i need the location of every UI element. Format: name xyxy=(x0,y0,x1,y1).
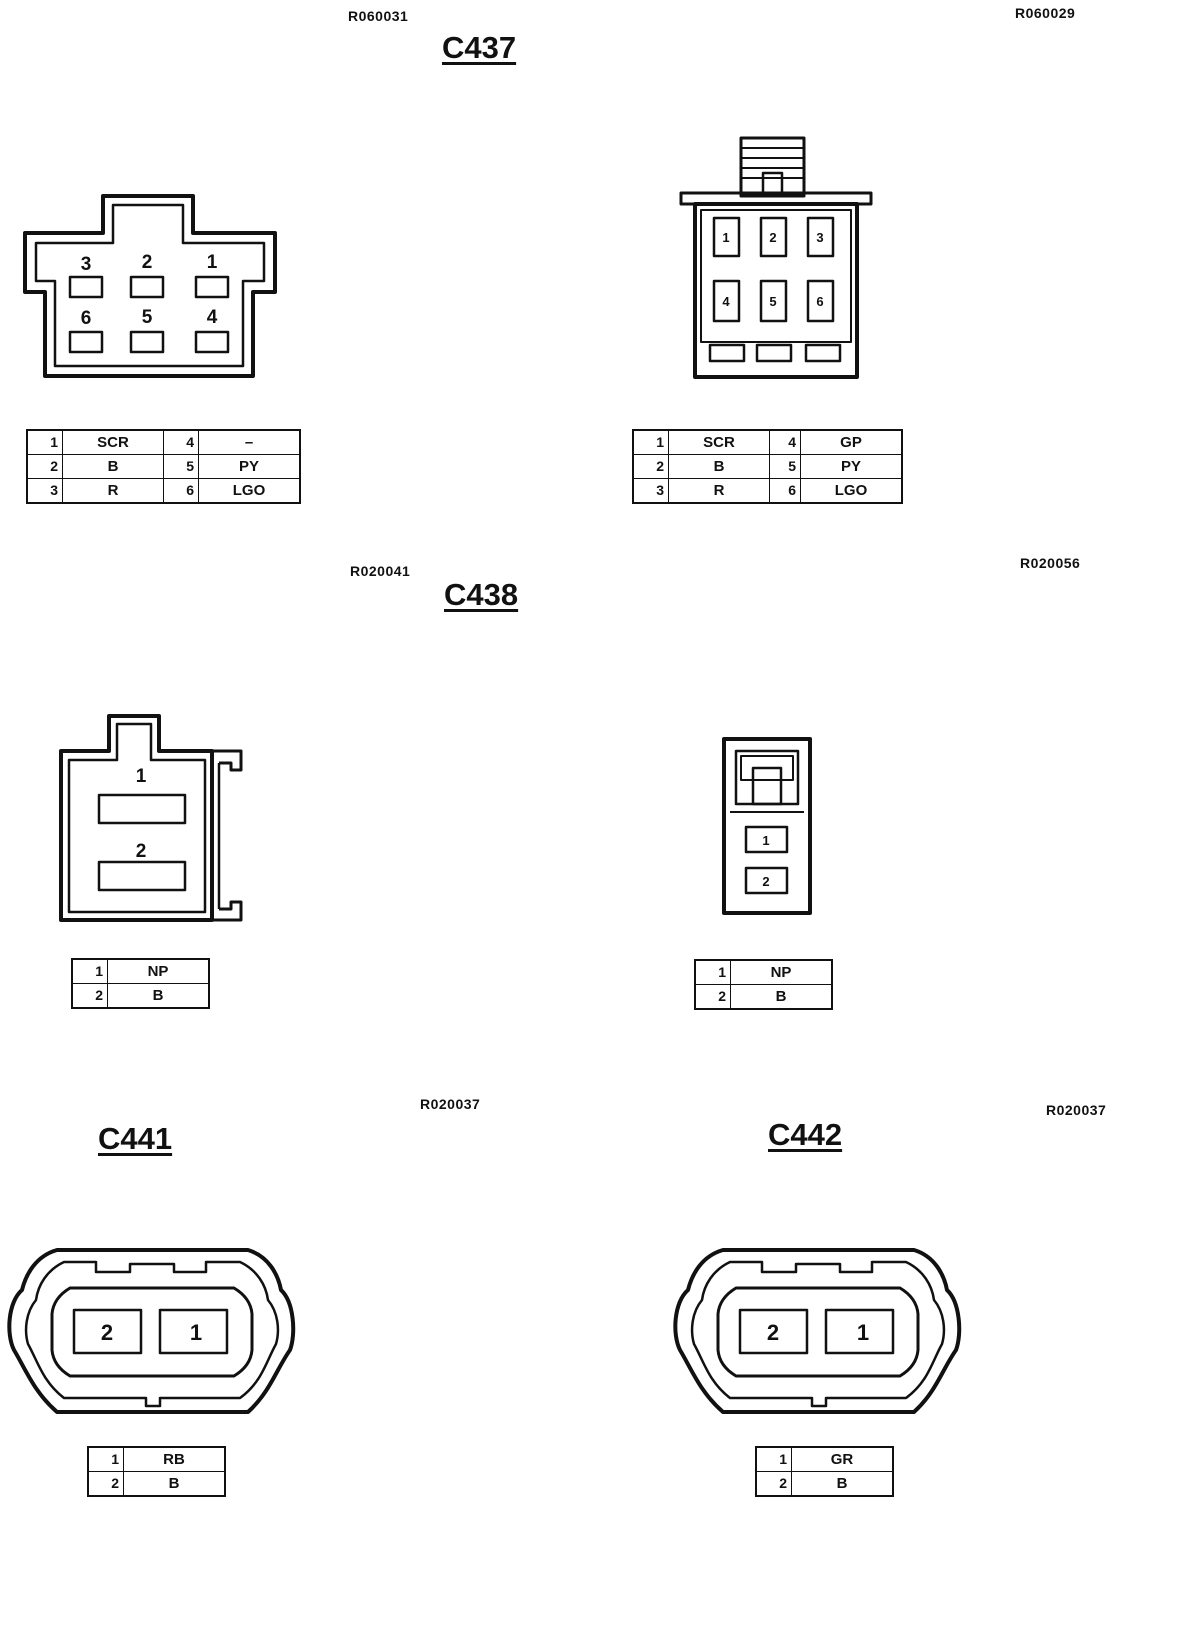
c437-left-pin-label: 2 xyxy=(142,252,153,273)
table-row: 3 R 6 LGO xyxy=(632,478,903,504)
wire-color: B xyxy=(107,983,210,1009)
c438-right-pin-label: 1 xyxy=(762,833,769,848)
c438-left-pin-label: 1 xyxy=(136,766,147,787)
c437-right-pin-label: 6 xyxy=(816,294,823,309)
wire-color: LGO xyxy=(198,478,301,504)
pin-number: 6 xyxy=(163,478,199,504)
wire-color: RB xyxy=(123,1446,226,1472)
wire-color: – xyxy=(198,429,301,455)
table-row: 2 B 5 PY xyxy=(26,454,301,479)
c441-connector-face xyxy=(7,1248,296,1414)
table-row: 1 SCR 4 – xyxy=(26,429,301,455)
wire-color: B xyxy=(791,1471,894,1497)
wire-color: R xyxy=(62,478,164,504)
table-row: 1 GR xyxy=(755,1446,894,1472)
wire-color: B xyxy=(668,454,770,479)
c441-pin-label: 1 xyxy=(190,1320,202,1345)
c438-left-connector-face xyxy=(59,714,243,922)
wire-color: B xyxy=(123,1471,226,1497)
pin-number: 5 xyxy=(769,454,801,479)
wire-color: NP xyxy=(730,959,833,985)
table-row: 2 B xyxy=(71,983,210,1009)
c437-left-pin-label: 3 xyxy=(81,254,92,275)
c437-left-connector-face xyxy=(23,194,277,378)
pin-number: 4 xyxy=(163,429,199,455)
table-row: 1 SCR 4 GP xyxy=(632,429,903,455)
pin-number: 2 xyxy=(755,1471,792,1497)
c437-right-pin-label: 4 xyxy=(722,294,730,309)
pin-number: 1 xyxy=(694,959,731,985)
table-row: 1 RB xyxy=(87,1446,226,1472)
pin-number: 2 xyxy=(632,454,669,479)
c438-right-pin-table: 1 NP 2 B xyxy=(694,959,833,1010)
table-row: 2 B xyxy=(87,1471,226,1497)
connector-title-c438: C438 xyxy=(444,577,519,612)
pin-number: 2 xyxy=(71,983,108,1009)
c442-connector-face xyxy=(673,1248,962,1414)
wire-color: GR xyxy=(791,1446,894,1472)
c438-right-pin-label: 2 xyxy=(762,874,769,889)
wire-color: SCR xyxy=(62,429,164,455)
pin-number: 2 xyxy=(26,454,63,479)
pin-number: 2 xyxy=(694,984,731,1010)
table-row: 1 NP xyxy=(694,959,833,985)
c437-right-pin-label: 3 xyxy=(816,230,823,245)
c441-pin-table: 1 RB 2 B xyxy=(87,1446,226,1497)
c437-right-pin-label: 1 xyxy=(722,230,729,245)
c442-pin-label: 2 xyxy=(767,1320,779,1345)
pin-number: 1 xyxy=(71,958,108,984)
connector-title-c437: C437 xyxy=(442,30,517,65)
table-row: 2 B xyxy=(694,984,833,1010)
c437-right-connector-face xyxy=(679,136,873,379)
c437-left-pin-label: 6 xyxy=(81,308,92,329)
wire-color: NP xyxy=(107,958,210,984)
pin-number: 1 xyxy=(755,1446,792,1472)
c438-left-pin-label: 2 xyxy=(136,841,147,862)
wire-color: R xyxy=(668,478,770,504)
pin-number: 5 xyxy=(163,454,199,479)
wire-color: PY xyxy=(198,454,301,479)
c442-pin-label: 1 xyxy=(857,1320,869,1345)
c438-left-pin-table: 1 NP 2 B xyxy=(71,958,210,1009)
c441-pin-label: 2 xyxy=(101,1320,113,1345)
table-row: 2 B 5 PY xyxy=(632,454,903,479)
table-row: 3 R 6 LGO xyxy=(26,478,301,504)
ref-code-c442: R020037 xyxy=(1046,1102,1107,1118)
ref-code-c438-left: R020041 xyxy=(350,563,411,579)
pin-number: 6 xyxy=(769,478,801,504)
pin-number: 1 xyxy=(87,1446,124,1472)
pin-number: 2 xyxy=(87,1471,124,1497)
wire-color: B xyxy=(62,454,164,479)
wire-color: PY xyxy=(800,454,903,479)
wire-color: GP xyxy=(800,429,903,455)
c437-left-pin-label: 1 xyxy=(207,252,218,273)
pin-number: 3 xyxy=(632,478,669,504)
wire-color: LGO xyxy=(800,478,903,504)
connector-title-c441: C441 xyxy=(98,1121,173,1156)
pin-number: 1 xyxy=(632,429,669,455)
pin-number: 3 xyxy=(26,478,63,504)
wire-color: B xyxy=(730,984,833,1010)
c437-right-pin-label: 5 xyxy=(769,294,776,309)
ref-code-c437-left: R060031 xyxy=(348,8,409,24)
connector-title-c442: C442 xyxy=(768,1117,843,1152)
c437-right-pin-label: 2 xyxy=(769,230,776,245)
pin-number: 1 xyxy=(26,429,63,455)
c438-right-connector-face xyxy=(722,737,812,915)
table-row: 2 B xyxy=(755,1471,894,1497)
ref-code-c441: R020037 xyxy=(420,1096,481,1112)
table-row: 1 NP xyxy=(71,958,210,984)
pin-number: 4 xyxy=(769,429,801,455)
c437-right-pin-table: 1 SCR 4 GP 2 B 5 PY 3 R 6 LGO xyxy=(632,429,903,504)
ref-code-c438-right: R020056 xyxy=(1020,555,1081,571)
c442-pin-table: 1 GR 2 B xyxy=(755,1446,894,1497)
ref-code-c437-right: R060029 xyxy=(1015,5,1076,21)
c437-left-pin-label: 5 xyxy=(142,307,153,328)
wire-color: SCR xyxy=(668,429,770,455)
c437-left-pin-label: 4 xyxy=(207,307,218,328)
c437-left-pin-table: 1 SCR 4 – 2 B 5 PY 3 R 6 LGO xyxy=(26,429,301,504)
